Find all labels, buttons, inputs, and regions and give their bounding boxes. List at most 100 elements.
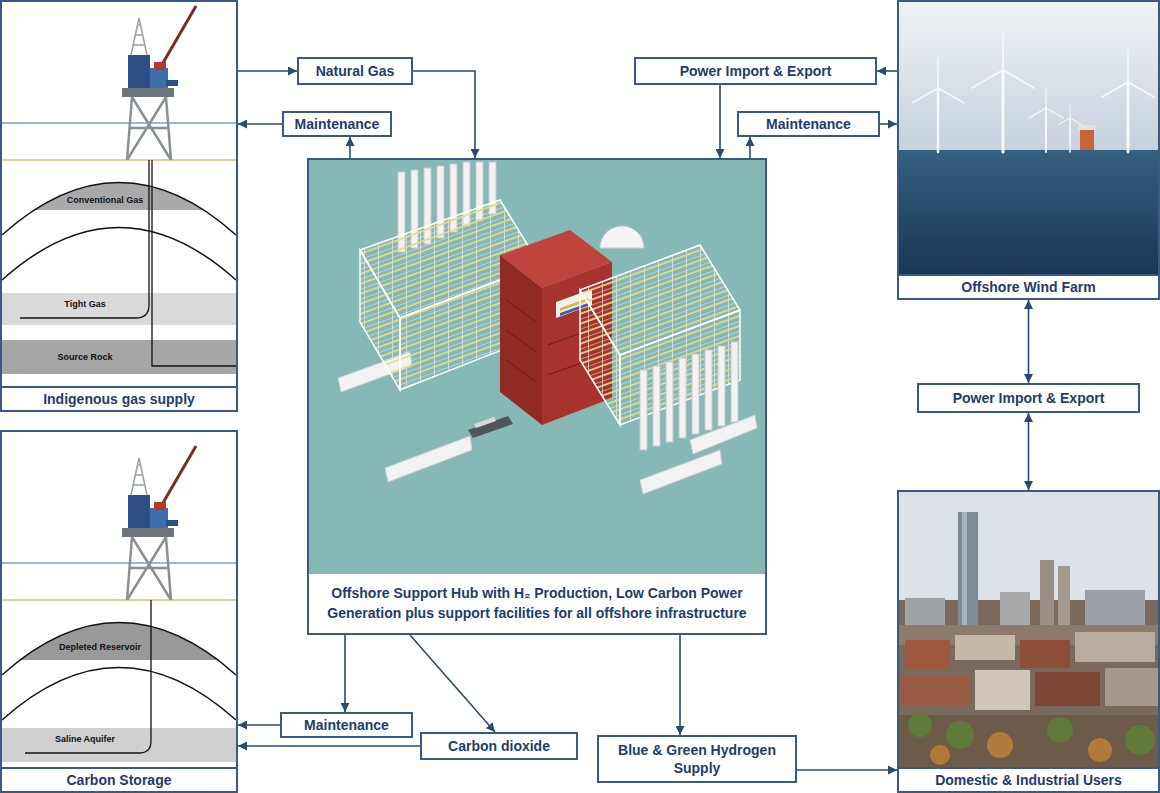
wind-farm-photo-part-part — [1102, 50, 1154, 97]
city-photo-part — [1000, 592, 1030, 628]
gas-field-section-part — [2, 6, 236, 160]
hub-illustration-part-part — [360, 250, 400, 390]
carbon-store-section — [0, 432, 238, 769]
hub-illustration-part-part — [679, 358, 686, 438]
flow-arrow — [238, 70, 297, 72]
city-photo-part-part — [1047, 717, 1073, 743]
city-photo-part — [899, 675, 969, 705]
city-photo-part — [899, 715, 1158, 769]
flow-label-box: Maintenance — [280, 712, 413, 738]
hub-illustration-part — [640, 342, 738, 450]
city-photo-part — [905, 640, 950, 670]
city-photo-part — [958, 512, 978, 632]
wind-farm-photo-part-part — [937, 88, 940, 152]
gas-field-section-part — [0, 183, 238, 211]
city-photo-part — [1058, 566, 1070, 630]
wind-farm-photo-part — [912, 34, 1154, 152]
city-photo-part — [1020, 640, 1070, 668]
stratum-label: Tight Gas — [64, 299, 105, 310]
hub-illustration — [309, 160, 765, 574]
hub-illustration-part — [474, 417, 496, 428]
flow-arrow — [344, 635, 346, 712]
gas-field-section-part — [2, 293, 236, 325]
hub-illustration-part-part — [385, 436, 472, 482]
box-label: Natural Gas — [316, 62, 395, 80]
flow-arrow — [410, 635, 495, 732]
hub-illustration-part-part — [692, 354, 699, 434]
city-photo-part — [899, 600, 1158, 769]
panel-caption: Carbon Storage — [2, 767, 236, 791]
flow-arrow — [679, 635, 681, 735]
box-label: Maintenance — [766, 115, 851, 133]
flow-label-box: Blue & Green Hydrogen Supply — [597, 735, 797, 783]
city-photo-part-part — [930, 745, 950, 765]
label-holder: Source Rock — [57, 352, 112, 363]
box-label: Blue & Green Hydrogen Supply — [607, 741, 787, 777]
carbon-store-section-part — [0, 623, 238, 661]
hub-illustration-part — [600, 226, 644, 248]
flow-arrow — [749, 137, 751, 158]
flow-label-box: Power Import & Export — [917, 383, 1140, 413]
box-label: Maintenance — [304, 716, 389, 734]
flow-arrow — [349, 137, 351, 158]
city-photo-part — [1035, 672, 1100, 706]
box-label: Maintenance — [295, 115, 380, 133]
hub-illustration-part-part — [580, 290, 620, 425]
hub-illustration-part-part — [640, 450, 722, 494]
city-photo-part-part — [987, 732, 1013, 758]
flow-arrow — [238, 724, 280, 726]
city-photo-part — [905, 598, 945, 628]
city-photo-part — [975, 670, 1030, 710]
city-photo-part — [1105, 668, 1158, 706]
city-photo-part-part — [946, 721, 974, 749]
flow-label-box: Natural Gas — [297, 57, 413, 85]
stratum-label: Conventional Gas — [67, 195, 144, 206]
wind-farm-photo-part-part — [1045, 108, 1047, 152]
flow-arrow — [238, 745, 420, 747]
gas-field-section-part — [2, 2, 236, 388]
flow-arrow — [413, 71, 475, 158]
hub-illustration-part-part — [506, 300, 536, 382]
hub-illustration-part — [468, 416, 513, 438]
wind-farm-photo-part — [899, 2, 1158, 152]
flow-label-box: Maintenance — [282, 111, 392, 137]
city-photo — [899, 492, 1158, 769]
label-holder: Tight Gas — [64, 299, 105, 310]
wind-farm-photo-part-part — [1029, 88, 1063, 118]
city-photo-part — [1040, 560, 1054, 630]
city-photo-part — [930, 732, 1112, 765]
photo-panel: Carbon Storage — [0, 430, 238, 793]
label-holder: Depleted Reservoir — [59, 642, 141, 653]
city-photo-part — [1085, 590, 1145, 630]
box-label: Carbon dioxide — [448, 737, 550, 755]
photo-panel: Domestic & Industrial Users — [897, 490, 1160, 793]
panel-caption: Indigenous gas supply — [2, 386, 236, 410]
flow-arrow — [797, 769, 897, 771]
city-photo-part — [955, 635, 1015, 660]
hub-illustration-part-part — [718, 346, 725, 426]
wind-farm-photo-part-part — [1002, 70, 1005, 152]
city-photo-part-part — [1088, 738, 1112, 762]
stratum-label: Source Rock — [57, 352, 112, 363]
carbon-store-section-part — [25, 600, 151, 753]
gas-field-section-part — [2, 340, 236, 374]
label-holder: Conventional Gas — [67, 195, 144, 206]
label-holder: Saline Aquifer — [55, 734, 115, 745]
carbon-store-section-part — [2, 728, 236, 762]
flow-label-box: Maintenance — [737, 111, 880, 137]
flow-arrow — [238, 123, 282, 125]
carbon-store-section-part — [2, 668, 236, 721]
city-photo-part-part — [908, 713, 932, 737]
flow-label-box: Power Import & Export — [634, 57, 877, 85]
flow-label-box: Carbon dioxide — [420, 732, 578, 760]
wind-farm-photo-part-part — [972, 34, 1034, 88]
carbon-store-section-part — [2, 446, 236, 600]
photo-panel: Indigenous gas supply — [0, 0, 238, 412]
hub-illustration-part-part — [666, 362, 673, 442]
city-photo-part — [962, 512, 967, 632]
hub-illustration-part-part — [705, 350, 712, 430]
city-photo-part — [1075, 632, 1155, 662]
panel-caption: Offshore Wind Farm — [899, 274, 1158, 298]
flow-arrow — [719, 85, 721, 158]
